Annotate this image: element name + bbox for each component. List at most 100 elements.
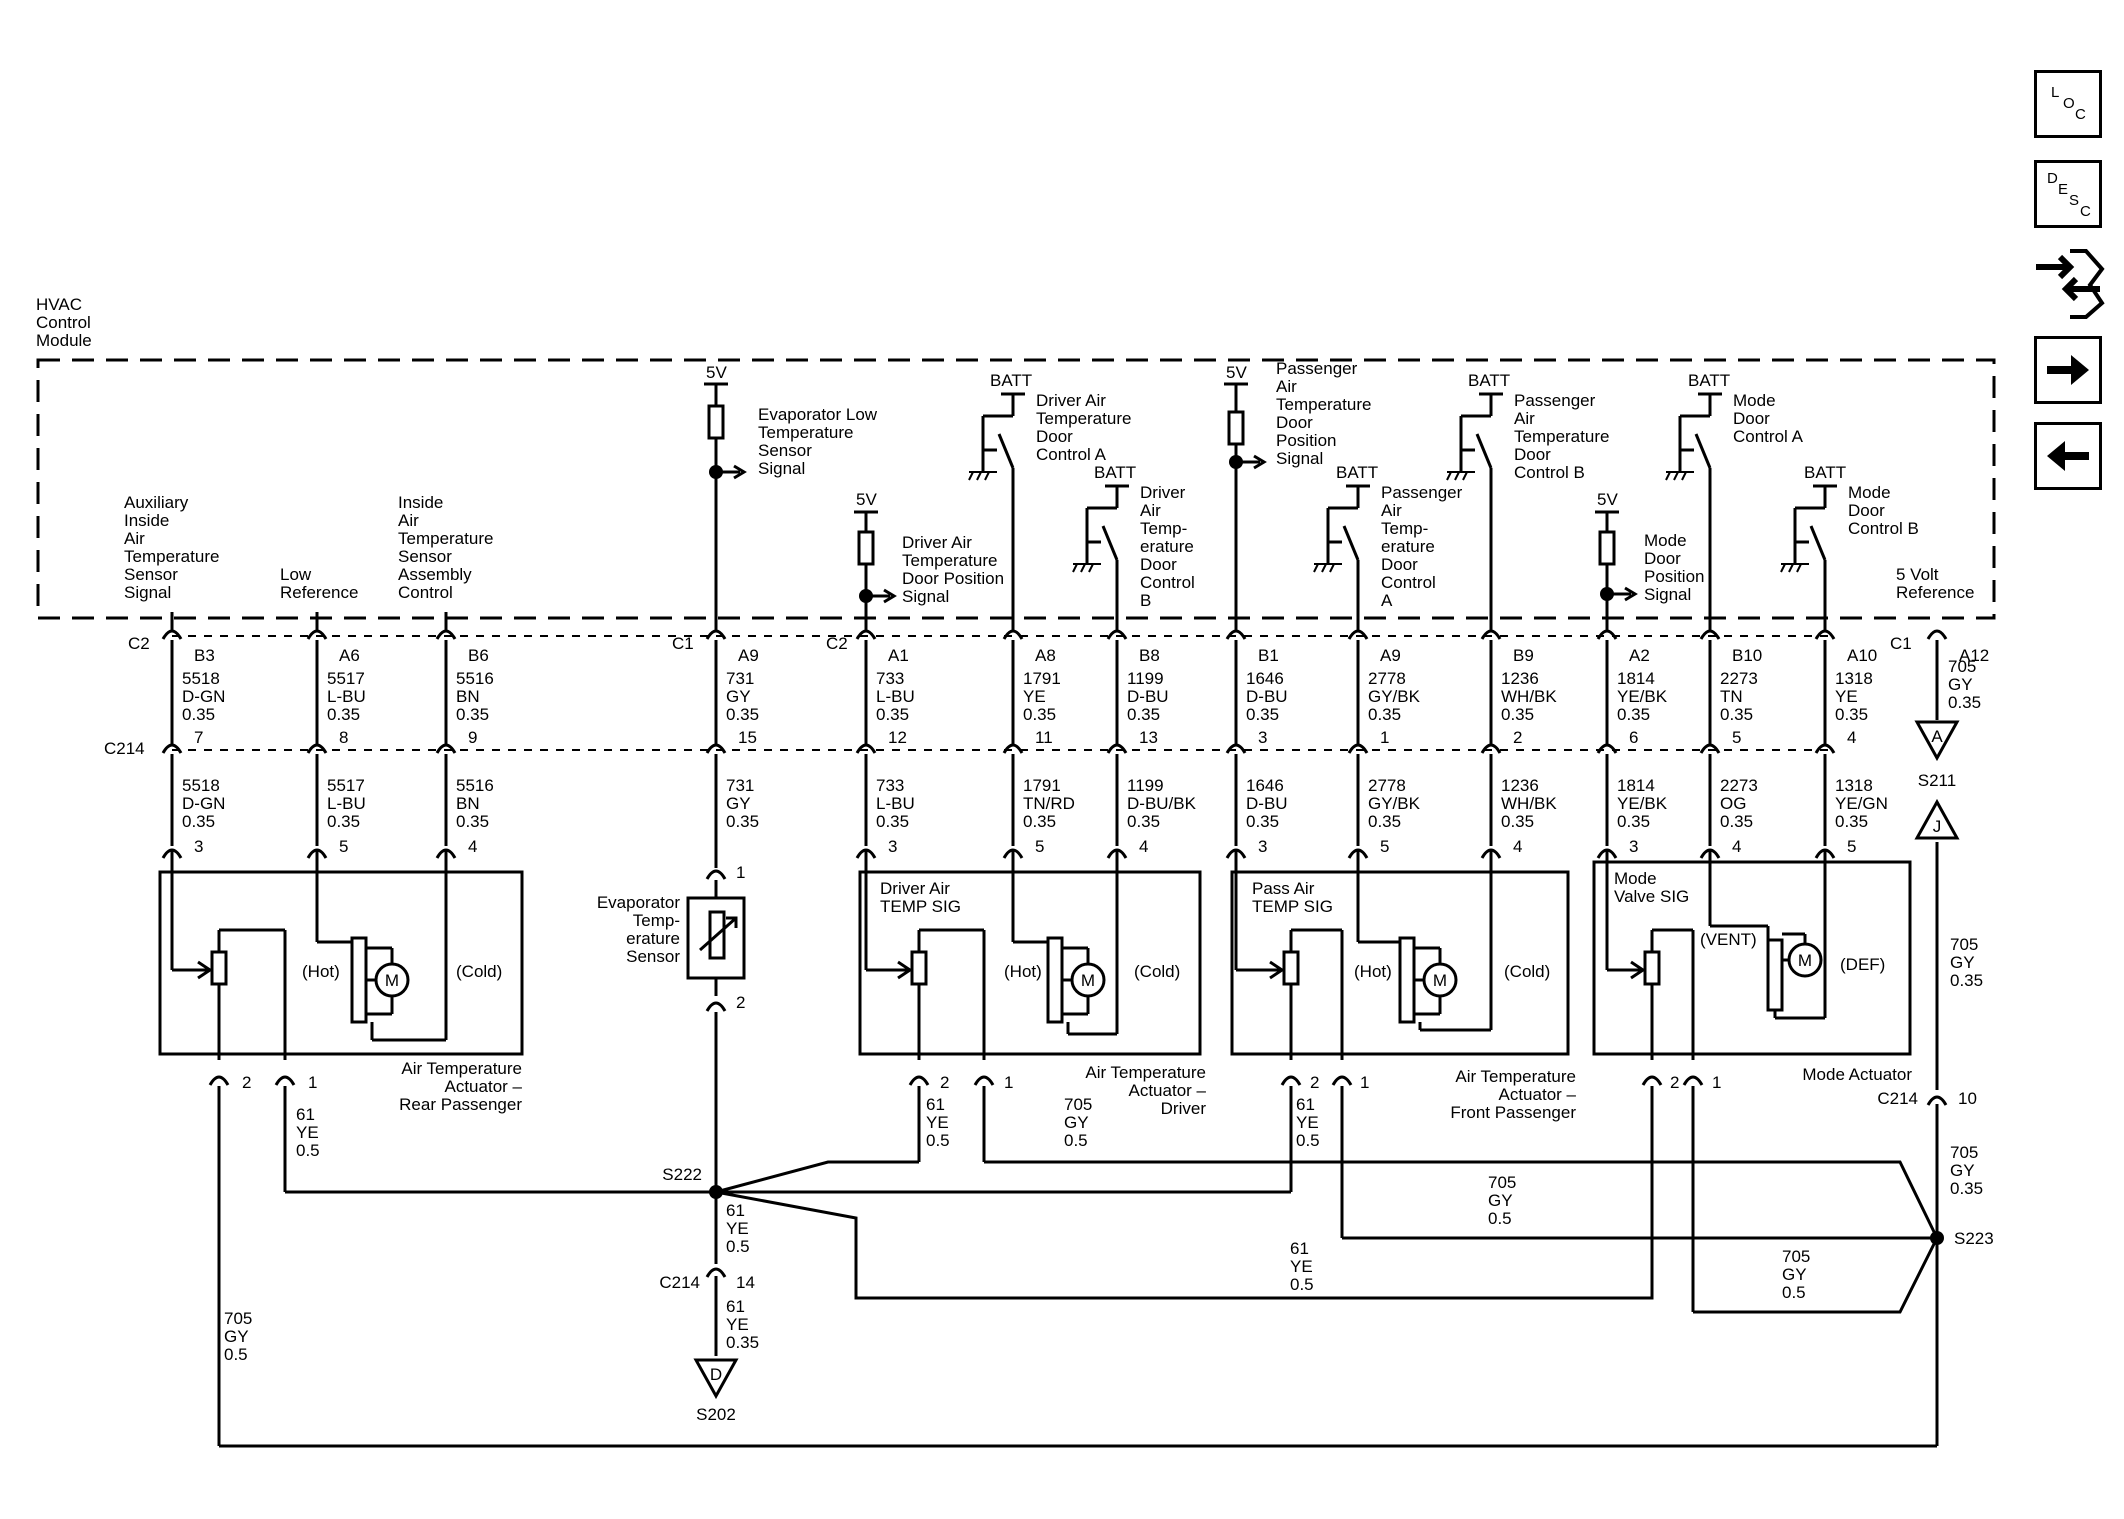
wire-label: 705 bbox=[1948, 657, 1976, 676]
wire-label: 5516 bbox=[456, 776, 494, 795]
switch-blade bbox=[1101, 525, 1119, 561]
driver-sig-label: Driver Air bbox=[880, 879, 950, 898]
label-hot: (Hot) bbox=[1354, 962, 1392, 981]
offpage-d-label: D bbox=[710, 1365, 722, 1384]
desc-button[interactable]: D E S C bbox=[2034, 160, 2102, 228]
wire-label-61: 0.35 bbox=[726, 1333, 759, 1352]
connector-label-c1: C1 bbox=[672, 634, 694, 653]
ground-symbol bbox=[968, 471, 997, 481]
wire-label: 0.35 bbox=[456, 705, 489, 724]
wire-label: 0.35 bbox=[182, 812, 215, 831]
connector-pin bbox=[1280, 1075, 1302, 1086]
wire-label: 2778 bbox=[1368, 669, 1406, 688]
motor-label: M bbox=[1433, 971, 1447, 990]
pin-label-driver-pos: Signal bbox=[902, 587, 949, 606]
connector-pin bbox=[973, 1075, 995, 1086]
pin-label: Control bbox=[1381, 573, 1436, 592]
module-title: Control bbox=[36, 313, 91, 332]
connector-pin bbox=[1596, 848, 1618, 859]
wire-label: GY/BK bbox=[1368, 687, 1421, 706]
wire-label: 0.35 bbox=[876, 812, 909, 831]
connector-pin bbox=[1596, 629, 1618, 640]
label-hot: (Hot) bbox=[1004, 962, 1042, 981]
wire-label: 1236 bbox=[1501, 776, 1539, 795]
wire-label-61: 61 bbox=[1296, 1095, 1315, 1114]
loc-icon: L O C bbox=[2051, 84, 2086, 123]
wire-label: TN bbox=[1720, 687, 1743, 706]
pin-label: B bbox=[1140, 591, 1151, 610]
previous-page-button[interactable] bbox=[2034, 422, 2102, 490]
connector-pin bbox=[1699, 743, 1721, 754]
desc-letter: D bbox=[2047, 170, 2058, 187]
wire-label: 1814 bbox=[1617, 669, 1655, 688]
wire-label: 731 bbox=[726, 776, 754, 795]
supply-5v: 5V bbox=[856, 490, 877, 509]
wire-label-61: 61 bbox=[296, 1105, 315, 1124]
loc-letter: C bbox=[2075, 106, 2086, 123]
offpage-a-label: A bbox=[1931, 727, 1943, 746]
label-cold: (Cold) bbox=[1504, 962, 1550, 981]
pin-label: A6 bbox=[339, 646, 360, 665]
pin-label: B1 bbox=[1258, 646, 1279, 665]
wire bbox=[715, 1160, 919, 1194]
motor-housing bbox=[1766, 938, 1784, 1012]
wire-label-705: GY bbox=[1950, 953, 1975, 972]
supply-batt: BATT bbox=[1688, 371, 1730, 390]
pin-label: 3 bbox=[194, 837, 203, 856]
wire-label-705: GY bbox=[1064, 1113, 1089, 1132]
pin-label-aux: Sensor bbox=[124, 565, 178, 584]
offpage-d bbox=[693, 1358, 739, 1400]
pin-label: Control A bbox=[1733, 427, 1804, 446]
pin-label: 1 bbox=[1380, 728, 1389, 747]
pin-label: Driver Air bbox=[1036, 391, 1106, 410]
pin-label: erature bbox=[1381, 537, 1435, 556]
mode-actuator-name: Mode Actuator bbox=[1802, 1065, 1912, 1084]
wire-label: WH/BK bbox=[1501, 794, 1557, 813]
connector-pin bbox=[274, 1075, 296, 1086]
potentiometer bbox=[1643, 950, 1661, 986]
wire-label: L-BU bbox=[327, 794, 366, 813]
pin-label: 12 bbox=[888, 728, 907, 747]
module-title: Module bbox=[36, 331, 92, 350]
offpage-a bbox=[1914, 720, 1960, 762]
splice-label-s223: S223 bbox=[1954, 1229, 1994, 1248]
pin-label-pass-pos: Position bbox=[1276, 431, 1336, 450]
wire-label: YE bbox=[1835, 687, 1858, 706]
next-page-button[interactable] bbox=[2034, 336, 2102, 404]
supply-batt: BATT bbox=[1336, 463, 1378, 482]
pin-label-mode-pos: Door bbox=[1644, 549, 1681, 568]
wire-label-705: GY bbox=[1782, 1265, 1807, 1284]
desc-letter: S bbox=[2069, 192, 2079, 209]
evap-sensor-name: erature bbox=[626, 929, 680, 948]
wire-label-61: YE bbox=[726, 1219, 749, 1238]
wire-label: 731 bbox=[726, 669, 754, 688]
pin-label: 3 bbox=[1258, 837, 1267, 856]
pin-label: erature bbox=[1140, 537, 1194, 556]
wire-label: 1318 bbox=[1835, 776, 1873, 795]
motor-housing bbox=[350, 936, 368, 1024]
pass-sig-label: TEMP SIG bbox=[1252, 897, 1333, 916]
wire-label: D-BU/BK bbox=[1127, 794, 1197, 813]
arrow bbox=[1269, 960, 1285, 980]
pin-label: Air bbox=[1140, 501, 1161, 520]
wire-label: 1814 bbox=[1617, 776, 1655, 795]
pin-label: Mode bbox=[1848, 483, 1891, 502]
wire-label: 1199 bbox=[1127, 776, 1164, 795]
loc-button[interactable]: L O C bbox=[2034, 70, 2102, 138]
connector-icon-button[interactable] bbox=[2030, 245, 2106, 320]
wire-label: 2778 bbox=[1368, 776, 1406, 795]
wire-label: GY/BK bbox=[1368, 794, 1421, 813]
pin-label: A bbox=[1381, 591, 1393, 610]
connector-pin bbox=[855, 743, 877, 754]
wire-label: 0.35 bbox=[1023, 705, 1056, 724]
pin-label: 7 bbox=[194, 728, 203, 747]
wire-label: 0.35 bbox=[1501, 812, 1534, 831]
wire-label: 1791 bbox=[1023, 776, 1061, 795]
pin-label-driver-pos: Driver Air bbox=[902, 533, 972, 552]
supply-5v: 5V bbox=[1597, 490, 1618, 509]
wire-label-61: 0.5 bbox=[296, 1141, 320, 1160]
hvac-module-boundary bbox=[36, 358, 1996, 620]
connector-pin bbox=[1347, 848, 1369, 859]
wire-label: 0.35 bbox=[1948, 693, 1981, 712]
pin-label-pass-pos: Temperature bbox=[1276, 395, 1371, 414]
